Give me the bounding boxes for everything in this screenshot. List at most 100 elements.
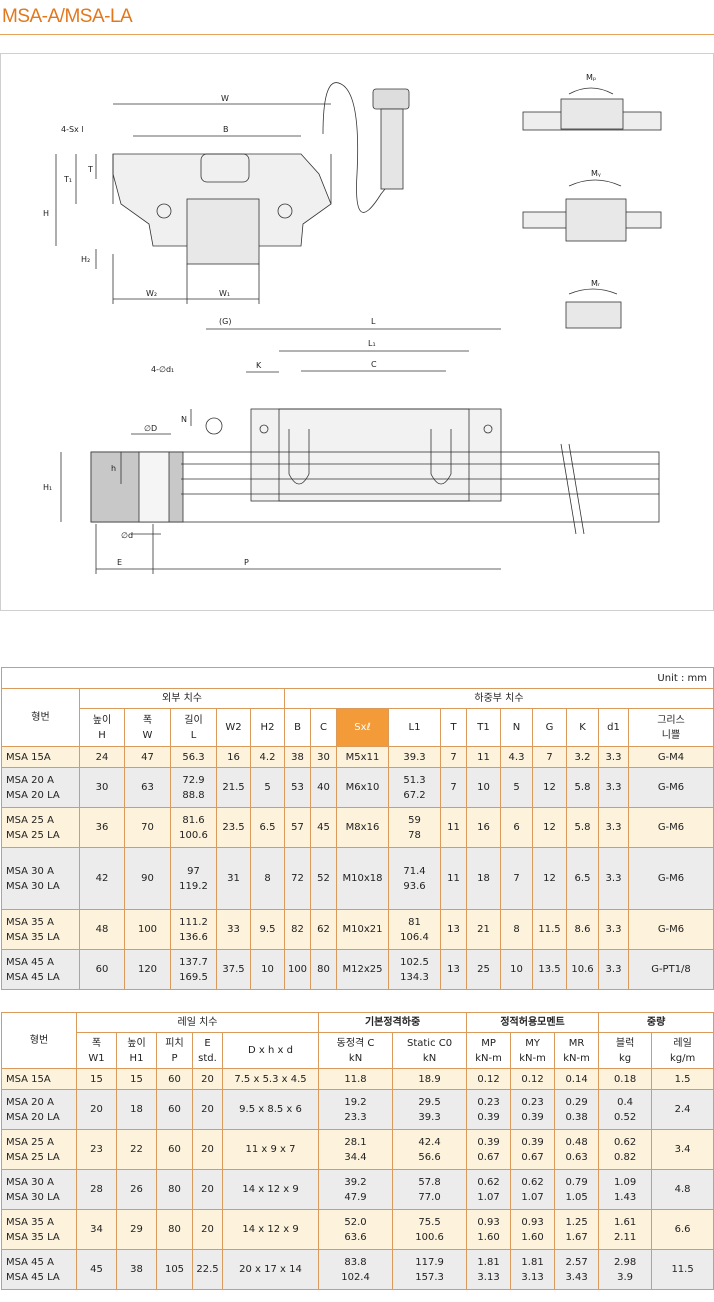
cell-W2: 16 <box>216 746 251 768</box>
cell-E: 22.5 <box>192 1249 223 1290</box>
header-outer: 외부 치수 <box>79 688 285 709</box>
header-H2: H2 <box>250 708 285 747</box>
cell-T: 7 <box>440 746 467 768</box>
cell-Sxl: M8x16 <box>336 807 389 848</box>
cell-rail: 6.6 <box>651 1209 714 1250</box>
cell-C: 62 <box>310 909 337 950</box>
unit-label: Unit : mm <box>1 667 714 689</box>
cell-T: 11 <box>440 807 467 848</box>
cell-B: 82 <box>284 909 311 950</box>
cell-rail: 4.8 <box>651 1169 714 1210</box>
cell-W: 70 <box>124 807 171 848</box>
cell-grease: G-M6 <box>628 909 714 950</box>
cell-T1: 25 <box>466 949 501 990</box>
header-T: T <box>440 708 467 747</box>
cell-T: 11 <box>440 847 467 910</box>
header-load: 하중부 치수 <box>284 688 714 709</box>
cell-W2: 37.5 <box>216 949 251 990</box>
header-dims: D x h x d <box>221 1032 320 1069</box>
dim-C: C <box>371 360 377 369</box>
header-weight: 중량 <box>598 1012 714 1033</box>
model-cell: MSA 15A <box>1 1068 77 1090</box>
header-B: B <box>284 708 311 747</box>
cell-P: 60 <box>156 1068 193 1090</box>
label-MP: Mₚ <box>586 73 596 82</box>
cell-C: 30 <box>310 746 337 768</box>
cell-d1: 3.3 <box>598 909 629 950</box>
drawing-svg: W B 4-Sx l T₁ T H H₂ W₂ W₁ Mₚ Mᵧ Mᵣ (G) … <box>43 73 662 574</box>
model-cell: MSA 15A <box>1 746 80 768</box>
cell-P: 60 <box>156 1129 193 1170</box>
page-title: MSA-A/MSA-LA <box>2 6 133 27</box>
cell-N: 8 <box>500 909 533 950</box>
cell-W: 90 <box>124 847 171 910</box>
cell-T1: 11 <box>466 746 501 768</box>
cell-C0: 18.9 <box>392 1068 468 1090</box>
header-basic-load: 기본정격하중 <box>318 1012 468 1033</box>
cell-Sxl: M10x18 <box>336 847 389 910</box>
dim-L: L <box>371 317 376 326</box>
cell-T: 13 <box>440 949 467 990</box>
cell-C: 52 <box>310 847 337 910</box>
cell-H1: 18 <box>116 1089 157 1130</box>
cell-d1: 3.3 <box>598 949 629 990</box>
cell-K: 3.2 <box>566 746 599 768</box>
cell-d1: 3.3 <box>598 746 629 768</box>
cell-H1: 38 <box>116 1249 157 1290</box>
cell-W1: 45 <box>76 1249 117 1290</box>
header-moment: 정적허용모멘트 <box>466 1012 600 1033</box>
cell-G: 11.5 <box>532 909 567 950</box>
cell-grease: G-M6 <box>628 847 714 910</box>
cell-d1: 3.3 <box>598 767 629 808</box>
cell-P: 105 <box>156 1249 193 1290</box>
cell-grease: G-M6 <box>628 807 714 848</box>
header-model: 형번 <box>1 688 80 747</box>
cell-H: 60 <box>79 949 125 990</box>
cell-grease: G-M4 <box>628 746 714 768</box>
cell-C: 11.8 <box>318 1068 394 1090</box>
cell-E: 20 <box>192 1129 223 1170</box>
cell-K: 5.8 <box>566 807 599 848</box>
cell-H1: 22 <box>116 1129 157 1170</box>
cell-H: 42 <box>79 847 125 910</box>
header-W2: W2 <box>216 708 251 747</box>
cell-H: 30 <box>79 767 125 808</box>
cell-H2: 6.5 <box>250 807 285 848</box>
header-N: N <box>500 708 533 747</box>
cell-grease: G-PT1/8 <box>628 949 714 990</box>
dim-W2: W₂ <box>146 289 157 298</box>
title-underline <box>0 34 714 35</box>
cell-E: 20 <box>192 1089 223 1130</box>
cell-dims: 14 x 12 x 9 <box>221 1209 320 1250</box>
cell-N: 4.3 <box>500 746 533 768</box>
